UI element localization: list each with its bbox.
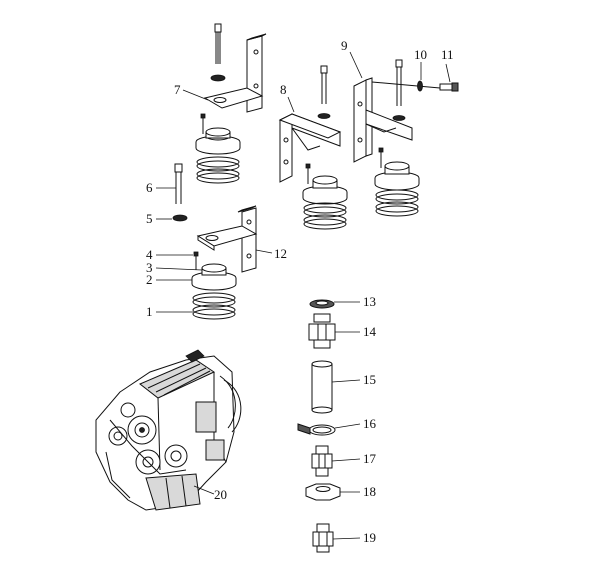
- callout-9: 9: [341, 38, 348, 53]
- assembly-c: [349, 51, 459, 217]
- callout-20: 20: [214, 487, 227, 502]
- callout-3: 3: [146, 260, 153, 275]
- callout-11: 11: [441, 47, 454, 62]
- callout-4: 4: [146, 247, 153, 262]
- engine-illustration: [95, 349, 242, 511]
- callout-15: 15: [363, 372, 376, 387]
- callout-2: 2: [146, 272, 153, 287]
- callout-8: 8: [280, 82, 287, 97]
- callout-10: 10: [414, 47, 427, 62]
- assembly-a: [182, 23, 267, 184]
- callout-12: 12: [274, 246, 287, 261]
- fitting-stack: [297, 299, 361, 553]
- assembly-d: [155, 163, 273, 320]
- callout-labels: 1 2 3 4 5 6 7 8 9 10 11 12 13 14 15 16 1…: [146, 38, 454, 545]
- callout-1: 1: [146, 304, 153, 319]
- callout-5: 5: [146, 211, 153, 226]
- callout-16: 16: [363, 416, 377, 431]
- callout-17: 17: [363, 451, 377, 466]
- callout-7: 7: [174, 82, 181, 97]
- assembly-b: [278, 65, 348, 230]
- callout-18: 18: [363, 484, 376, 499]
- callout-19: 19: [363, 530, 376, 545]
- callout-6: 6: [146, 180, 153, 195]
- callout-13: 13: [363, 294, 376, 309]
- callout-14: 14: [363, 324, 377, 339]
